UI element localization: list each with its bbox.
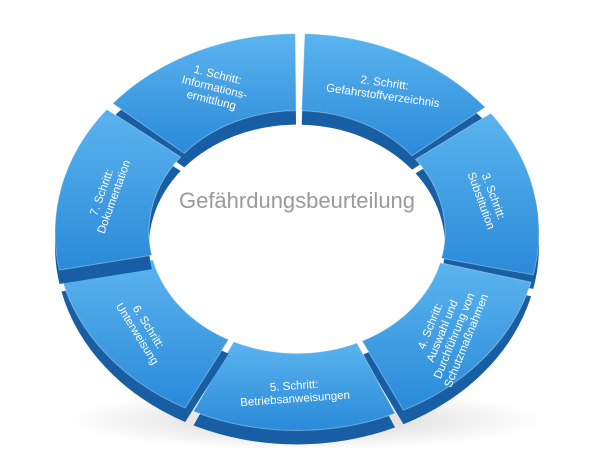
diagram-title: Gefährdungsbeurteilung (179, 188, 415, 213)
cycle-segment-4 (361, 262, 532, 411)
cycle-segment-2 (301, 33, 486, 157)
cycle-segment-3 (414, 112, 540, 276)
step-label-5-line-1: 5. Schritt: (270, 379, 319, 394)
cycle-segment-5 (192, 341, 396, 431)
cycle-segments (54, 33, 540, 445)
cycle-segment-1 (111, 33, 297, 155)
cycle-segment-7 (54, 108, 182, 271)
